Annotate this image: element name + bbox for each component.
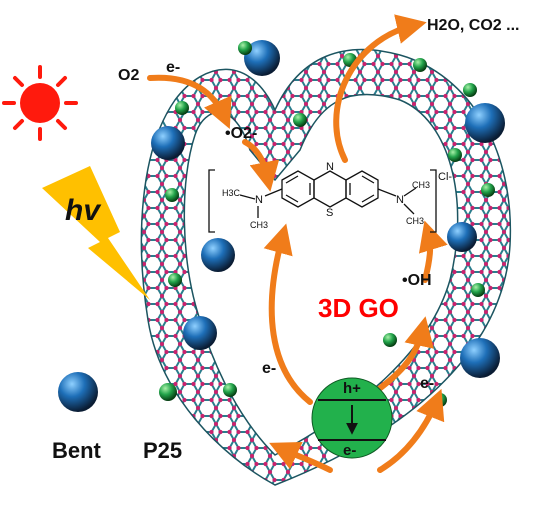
reaction-arrows [147, 14, 448, 473]
p25-particle [293, 113, 307, 127]
bent-particle [244, 40, 280, 76]
electron-right-label: e- [420, 375, 434, 392]
arrow-o2-to-superoxide [147, 74, 232, 130]
p25-particle [463, 83, 477, 97]
superoxide-label: •O2- [225, 125, 257, 142]
methylene-blue-molecule [208, 169, 437, 233]
bent-particle [151, 126, 185, 160]
hydroxyl-label: •OH [402, 272, 432, 289]
methyl-bonds-left [239, 194, 259, 218]
bent-particle [201, 238, 235, 272]
dbl-bonds-right [349, 175, 375, 203]
bent-particle [460, 338, 500, 378]
material-label: 3D GO [318, 293, 399, 323]
n-left-label: N [255, 194, 263, 206]
arrow-electron-out [377, 388, 445, 473]
s-ring-label: S [326, 207, 333, 219]
ring-right [345, 170, 379, 208]
legend-p25-icon [159, 383, 177, 401]
p25-particle [168, 273, 182, 287]
band-gap-circle: h+ e- [311, 377, 393, 459]
n-ring-label: N [326, 161, 334, 173]
legend-p25-label: P25 [143, 438, 182, 463]
bracket-left [208, 169, 215, 233]
n-right-label: N [396, 194, 404, 206]
bond-right-n [377, 188, 397, 197]
bracket-right [430, 169, 437, 233]
arrow-dye-to-products [333, 14, 427, 163]
methylene-blue-text: H3C N CH3 N S N CH3 CH3 Cl- [222, 161, 452, 230]
p25-particles [165, 41, 495, 407]
sun-icon [2, 65, 78, 141]
methyl-2-label: CH3 [250, 220, 268, 230]
arrow-oh-to-dye [418, 220, 448, 283]
electron-left-label: e- [262, 360, 276, 377]
ring-center [313, 170, 347, 208]
p25-particle [223, 383, 237, 397]
products-label: H2O, CO2 ... [427, 17, 519, 34]
hole-label: h+ [343, 380, 361, 397]
bent-particle [465, 103, 505, 143]
methyl-4-label: CH3 [406, 216, 424, 226]
bent-particle [447, 222, 477, 252]
p25-particle [238, 41, 252, 55]
p25-particle [175, 101, 189, 115]
bentonite-particles [151, 40, 505, 410]
electron-top-label: e- [166, 59, 180, 76]
arrow-electron-left [263, 223, 313, 405]
methyl-bonds-right [403, 187, 417, 215]
oxygen-label: O2 [118, 67, 139, 84]
methyl-1-label: H3C [222, 188, 241, 198]
p25-particle [165, 188, 179, 202]
arrow-hole-out [269, 442, 333, 473]
arrow-superoxide-to-dye [242, 139, 280, 192]
dbl-bonds-left [285, 175, 311, 203]
lightning-icon [42, 166, 150, 300]
light-label: hv [65, 194, 102, 227]
p25-particle [471, 283, 485, 297]
legend-bent-label: Bent [52, 438, 102, 463]
methyl-3-label: CH3 [412, 180, 430, 190]
legend: Bent P25 [52, 372, 182, 463]
p25-particle [383, 333, 397, 347]
p25-particle [481, 183, 495, 197]
legend-bent-icon [58, 372, 98, 412]
electron-bottom-label: e- [343, 442, 356, 459]
p25-particle [448, 148, 462, 162]
bond-left-n [264, 188, 283, 197]
bent-particle [183, 316, 217, 350]
counter-ion-label: Cl- [438, 171, 452, 183]
p25-particle [413, 58, 427, 72]
